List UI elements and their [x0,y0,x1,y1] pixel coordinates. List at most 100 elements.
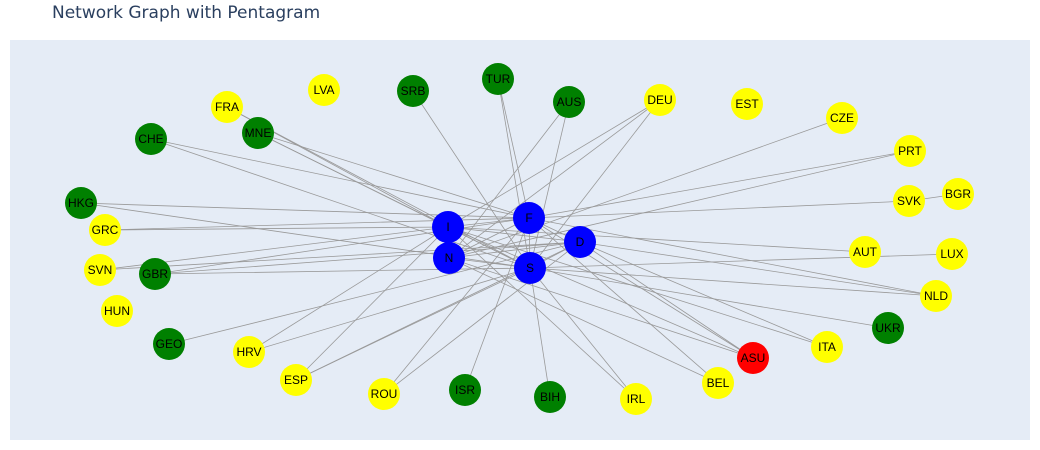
node-marker[interactable] [936,238,968,270]
node-marker[interactable] [233,336,265,368]
node-label: NLD [924,289,948,303]
node-s[interactable]: S [514,252,546,284]
node-label: UKR [875,321,901,335]
node-asu[interactable]: ASU [737,342,769,374]
node-che[interactable]: CHE [135,123,167,155]
node-geo[interactable]: GEO [153,328,185,360]
node-bgr[interactable]: BGR [942,178,974,210]
node-marker[interactable] [432,211,464,243]
node-i[interactable]: I [432,211,464,243]
node-cze[interactable]: CZE [826,102,858,134]
node-marker[interactable] [397,75,429,107]
node-fra[interactable]: FRA [211,91,243,123]
node-marker[interactable] [368,378,400,410]
node-marker[interactable] [513,202,545,234]
node-hrv[interactable]: HRV [233,336,265,368]
edge-svk-f [528,200,910,219]
node-lva[interactable]: LVA [308,74,340,106]
edge-irl-s [529,267,637,400]
node-rou[interactable]: ROU [368,378,400,410]
node-irl[interactable]: IRL [620,383,652,415]
node-marker[interactable] [737,342,769,374]
node-aut[interactable]: AUT [849,236,881,268]
node-isr[interactable]: ISR [449,374,481,406]
edge-aus-n [448,101,570,259]
node-marker[interactable] [811,331,843,363]
edge-mne-f [257,132,530,219]
node-label: ISR [455,383,475,397]
edge-asu-i [447,226,754,359]
node-lux[interactable]: LUX [936,238,968,270]
edge-rou-d [383,241,581,395]
edge-gbr-d [154,241,581,275]
node-marker[interactable] [101,295,133,327]
node-label: CHE [138,132,163,146]
node-marker[interactable] [534,381,566,413]
node-marker[interactable] [89,214,121,246]
edge-bih-s [529,267,551,398]
node-marker[interactable] [620,383,652,415]
node-marker[interactable] [894,135,926,167]
node-hkg[interactable]: HKG [65,187,97,219]
node-est[interactable]: EST [731,88,763,120]
node-marker[interactable] [893,185,925,217]
node-marker[interactable] [731,88,763,120]
edge-tur-f [497,78,530,219]
node-label: D [576,235,585,249]
node-label: IRL [627,392,646,406]
node-marker[interactable] [308,74,340,106]
node-grc[interactable]: GRC [89,214,121,246]
node-marker[interactable] [65,187,97,219]
node-aus[interactable]: AUS [553,86,585,118]
node-marker[interactable] [211,91,243,123]
node-d[interactable]: D [564,226,596,258]
node-marker[interactable] [826,102,858,134]
node-f[interactable]: F [513,202,545,234]
node-marker[interactable] [514,252,546,284]
node-marker[interactable] [153,328,185,360]
node-label: HUN [104,304,130,318]
node-marker[interactable] [872,312,904,344]
node-marker[interactable] [449,374,481,406]
node-deu[interactable]: DEU [644,84,676,116]
node-marker[interactable] [482,63,514,95]
node-prt[interactable]: PRT [894,135,926,167]
node-marker[interactable] [135,123,167,155]
node-svn[interactable]: SVN [84,254,116,286]
node-esp[interactable]: ESP [280,364,312,396]
node-hun[interactable]: HUN [101,295,133,327]
node-marker[interactable] [644,84,676,116]
node-marker[interactable] [849,236,881,268]
node-ukr[interactable]: UKR [872,312,904,344]
node-label: SVN [88,263,113,277]
node-gbr[interactable]: GBR [139,258,171,290]
edge-prt-f [528,150,911,219]
node-label: ROU [371,387,398,401]
node-mne[interactable]: MNE [242,117,274,149]
node-marker[interactable] [84,254,116,286]
node-ita[interactable]: ITA [811,331,843,363]
node-marker[interactable] [433,242,465,274]
edge-deu-s [529,99,661,269]
edge-nld-d [579,241,937,297]
edge-asu-d [579,241,754,359]
node-marker[interactable] [920,280,952,312]
node-n[interactable]: N [433,242,465,274]
node-label: EST [735,97,759,111]
node-marker[interactable] [280,364,312,396]
node-marker[interactable] [564,226,596,258]
node-marker[interactable] [139,258,171,290]
node-marker[interactable] [702,367,734,399]
node-tur[interactable]: TUR [482,63,514,95]
node-srb[interactable]: SRB [397,75,429,107]
node-svk[interactable]: SVK [893,185,925,217]
node-marker[interactable] [242,117,274,149]
node-bel[interactable]: BEL [702,367,734,399]
node-bih[interactable]: BIH [534,381,566,413]
node-label: N [445,251,454,265]
node-nld[interactable]: NLD [920,280,952,312]
node-marker[interactable] [942,178,974,210]
node-label: LUX [940,247,963,261]
node-marker[interactable] [553,86,585,118]
